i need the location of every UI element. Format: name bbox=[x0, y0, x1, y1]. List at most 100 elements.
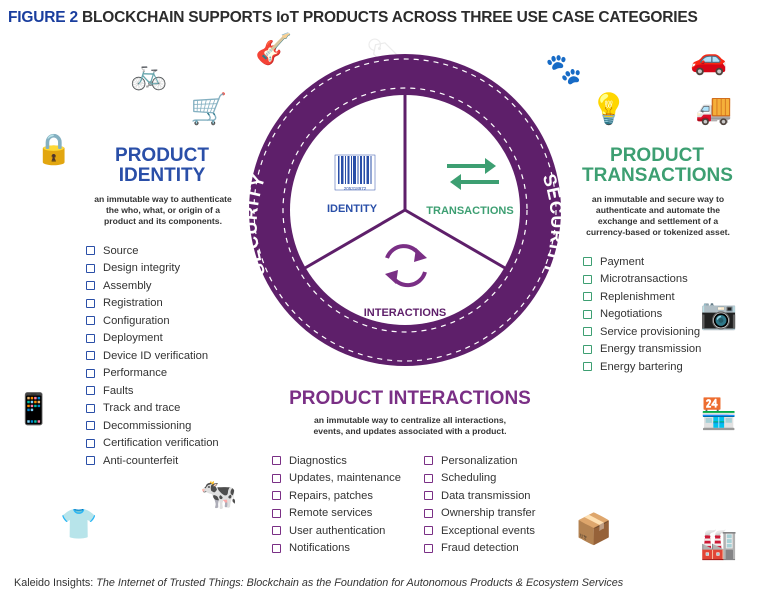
list-item: Diagnostics bbox=[272, 452, 401, 470]
interactions-desc-line: an immutable way to centralize all inter… bbox=[314, 415, 506, 425]
list-item: Microtransactions bbox=[583, 271, 701, 289]
source-caption: Kaleido Insights: The Internet of Truste… bbox=[14, 577, 623, 589]
list-item-label: Remote services bbox=[289, 507, 373, 520]
cow-icon: 🐄 bbox=[200, 478, 238, 511]
checkbox-icon bbox=[86, 386, 95, 396]
list-item-label: Microtransactions bbox=[600, 273, 688, 286]
list-item: Configuration bbox=[86, 312, 219, 330]
checkbox-icon bbox=[86, 421, 95, 431]
checkbox-icon bbox=[86, 263, 95, 273]
checkbox-icon bbox=[86, 298, 95, 308]
checkbox-icon bbox=[272, 543, 281, 553]
list-item: Repairs, patches bbox=[272, 487, 401, 505]
cart-icon: 🛒 bbox=[190, 93, 228, 126]
identity-desc-line: an immutable way to authenticate bbox=[94, 194, 232, 204]
list-item: Exceptional events bbox=[424, 522, 536, 540]
shirt-icon: 👕 bbox=[60, 508, 98, 541]
list-item-label: Exceptional events bbox=[441, 524, 535, 537]
list-item: Ownership transfer bbox=[424, 505, 536, 523]
list-item-label: Faults bbox=[103, 384, 134, 397]
list-item: Performance bbox=[86, 365, 219, 383]
list-item-label: Payment bbox=[600, 255, 645, 268]
interactions-heading: PRODUCT INTERACTIONS bbox=[289, 388, 531, 409]
checkbox-icon bbox=[583, 309, 592, 319]
store-icon: 🏪 bbox=[700, 398, 738, 431]
list-item-label: Ownership transfer bbox=[441, 507, 536, 520]
list-item-label: Deployment bbox=[103, 332, 163, 345]
list-item: Fraud detection bbox=[424, 540, 536, 558]
list-item: Payment bbox=[583, 253, 701, 271]
barcode-number: 205318972 bbox=[344, 186, 367, 191]
figure-label: FIGURE 2 bbox=[8, 9, 78, 26]
checkbox-icon bbox=[272, 473, 281, 483]
interactions-description: an immutable way to centralize all inter… bbox=[280, 415, 540, 437]
lock-icon: 🔒 bbox=[35, 133, 73, 166]
camera-icon: 📷 bbox=[700, 298, 738, 331]
cycle-arrowhead-bottom bbox=[385, 270, 398, 284]
ring-dashed-outer bbox=[253, 58, 557, 362]
list-item-label: Source bbox=[103, 244, 139, 257]
source-name: Kaleido Insights: bbox=[14, 577, 94, 589]
list-item: Decommissioning bbox=[86, 417, 219, 435]
list-item-label: Repairs, patches bbox=[289, 489, 373, 502]
checkbox-icon bbox=[86, 316, 95, 326]
checkbox-icon bbox=[424, 491, 433, 501]
checkbox-icon bbox=[86, 403, 95, 413]
list-item: Replenishment bbox=[583, 288, 701, 306]
list-item: Faults bbox=[86, 382, 219, 400]
figure-title: FIGURE 2 BLOCKCHAIN SUPPORTS IoT PRODUCT… bbox=[8, 9, 698, 27]
figure-title-text: BLOCKCHAIN SUPPORTS IoT PRODUCTS ACROSS … bbox=[82, 9, 698, 26]
list-item-label: Updates, maintenance bbox=[289, 472, 401, 485]
checkbox-icon bbox=[424, 508, 433, 518]
list-item-label: Personalization bbox=[441, 454, 518, 467]
ring-dashed-inner bbox=[282, 87, 528, 333]
list-item-label: Negotiations bbox=[600, 308, 663, 321]
bicycle-icon: 🚲 bbox=[130, 58, 168, 91]
list-item: Design integrity bbox=[86, 260, 219, 278]
list-item: User authentication bbox=[272, 522, 401, 540]
list-item-label: Device ID verification bbox=[103, 349, 209, 362]
lightbulb-icon: 💡 bbox=[590, 93, 628, 126]
identity-heading-line1: PRODUCT bbox=[115, 145, 209, 166]
checkbox-icon bbox=[86, 368, 95, 378]
list-item-label: Diagnostics bbox=[289, 454, 347, 467]
wheel-identity-label: IDENTITY bbox=[327, 203, 378, 215]
checkbox-icon bbox=[272, 456, 281, 466]
checkbox-icon bbox=[86, 351, 95, 361]
identity-desc-line: product and its components. bbox=[104, 216, 222, 226]
list-item: Track and trace bbox=[86, 400, 219, 418]
list-item-label: Certification verification bbox=[103, 437, 219, 450]
identity-list: Source Design integrity Assembly Registr… bbox=[86, 242, 219, 470]
identity-description: an immutable way to authenticate the who… bbox=[82, 194, 244, 227]
identity-desc-line: the who, what, or origin of a bbox=[105, 205, 221, 215]
list-item: Deployment bbox=[86, 330, 219, 348]
wheel-interactions-label: INTERACTIONS bbox=[364, 307, 447, 319]
list-item: Personalization bbox=[424, 452, 536, 470]
checkbox-icon bbox=[86, 281, 95, 291]
exchange-arrows-icon bbox=[447, 158, 499, 190]
list-item-label: Fraud detection bbox=[441, 542, 519, 555]
wheel-transactions-label: TRANSACTIONS bbox=[426, 205, 513, 217]
interactions-desc-line: events, and updates associated with a pr… bbox=[313, 426, 507, 436]
list-item-label: Decommissioning bbox=[103, 419, 192, 432]
list-item-label: Notifications bbox=[289, 542, 350, 555]
list-item: Certification verification bbox=[86, 435, 219, 453]
list-item-label: Energy transmission bbox=[600, 343, 702, 356]
barcode-icon: 205318972 bbox=[334, 154, 376, 191]
identity-heading-line2: IDENTITY bbox=[118, 164, 206, 186]
checkbox-icon bbox=[424, 543, 433, 553]
list-item-label: Performance bbox=[103, 367, 168, 380]
interactions-list-col2: Personalization Scheduling Data transmis… bbox=[424, 452, 536, 557]
list-item-label: Design integrity bbox=[103, 262, 181, 275]
list-item: Energy bartering bbox=[583, 358, 701, 376]
checkbox-icon bbox=[424, 526, 433, 536]
checkbox-icon bbox=[583, 362, 592, 372]
list-item: Service provisioning bbox=[583, 323, 701, 341]
list-item: Data transmission bbox=[424, 487, 536, 505]
list-item: Anti-counterfeit bbox=[86, 452, 219, 470]
checkbox-icon bbox=[272, 491, 281, 501]
transactions-heading-line2: TRANSACTIONS bbox=[582, 164, 733, 186]
checkbox-icon bbox=[583, 292, 592, 302]
list-item-label: Configuration bbox=[103, 314, 170, 327]
list-item: Updates, maintenance bbox=[272, 470, 401, 488]
